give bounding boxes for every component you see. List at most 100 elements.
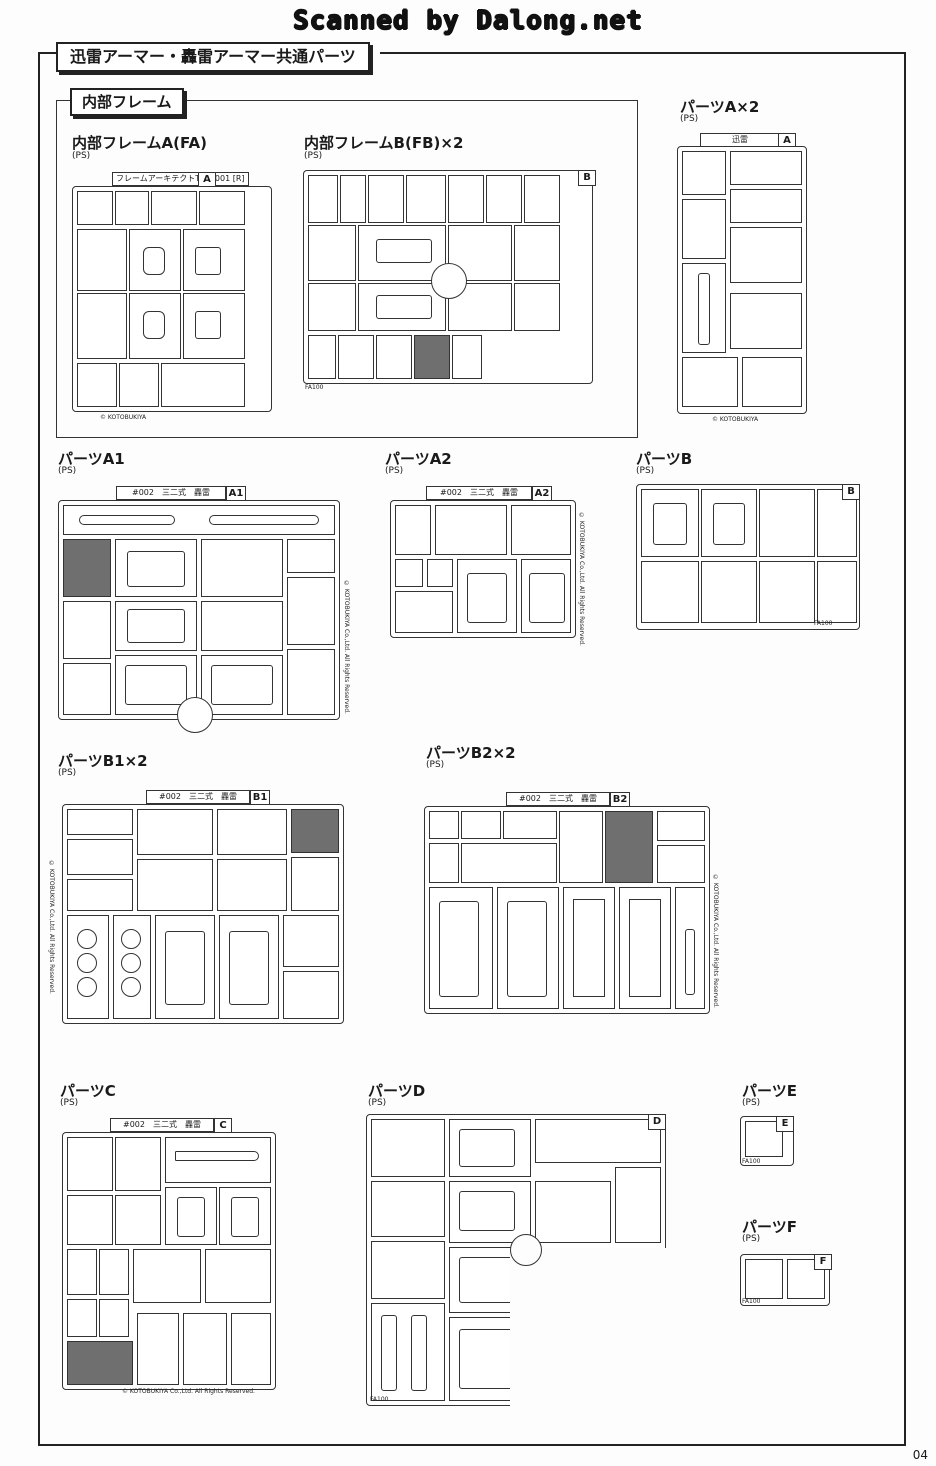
parts-e-fa: FA100 [742, 1158, 761, 1165]
part-cell [368, 175, 404, 223]
part-cell [406, 175, 446, 223]
part-cell [563, 887, 615, 1009]
part-cell [63, 663, 111, 715]
frame-a-letter: A [198, 172, 216, 188]
part-shape [143, 247, 165, 275]
parts-b-ps: (PS) [636, 466, 655, 476]
part-cell [395, 505, 431, 555]
part-cell [619, 887, 671, 1009]
part-cell [503, 811, 557, 839]
part-cell [287, 539, 335, 573]
part-cell [641, 489, 699, 557]
part-cell [67, 1195, 113, 1245]
parts-d-ps: (PS) [368, 1098, 387, 1108]
parts-f-ps: (PS) [742, 1234, 761, 1244]
parts-b-letter: B [842, 484, 860, 500]
part-cell [183, 293, 245, 359]
part-cell [115, 1137, 161, 1191]
frame-b-title: 内部フレームB(FB)×2 [304, 134, 464, 152]
part-cell-dark [605, 811, 653, 883]
part-cell [308, 283, 356, 331]
part-cell [730, 227, 802, 283]
part-cell [77, 229, 127, 291]
part-cell [745, 1259, 783, 1299]
part-cell [67, 1299, 97, 1337]
part-shape [381, 1315, 397, 1391]
parts-b1-ps: (PS) [58, 768, 77, 778]
part-cell [119, 363, 159, 407]
part-cell [287, 649, 335, 715]
part-shape [685, 929, 695, 995]
frame-a-runner [72, 186, 272, 412]
parts-a1-ps: (PS) [58, 466, 77, 476]
part-cell [133, 1249, 201, 1303]
part-cell [115, 191, 149, 225]
part-cell [657, 845, 705, 883]
frame-b-fa: FA100 [305, 384, 324, 391]
part-shape [79, 515, 175, 525]
part-cell [817, 561, 857, 623]
part-cell [338, 335, 374, 379]
parts-a2-copyright: © KOTOBUKIYA Co.,Ltd. All Rights Reserve… [578, 512, 585, 646]
parts-b1-tag: #002 三二式 轟雷 [146, 790, 250, 804]
parts-a-ps: (PS) [680, 114, 699, 124]
part-cell [682, 151, 726, 195]
part-cell [682, 199, 726, 259]
part-cell [682, 357, 738, 407]
parts-a2-runner [390, 500, 576, 638]
part-cell [151, 191, 197, 225]
parts-a-copyright: © KOTOBUKIYA [712, 416, 759, 423]
part-cell [395, 559, 423, 587]
part-cell [641, 561, 699, 623]
parts-a-tag: 迅雷 [700, 133, 780, 147]
part-shape [121, 929, 141, 949]
part-cell [340, 175, 366, 223]
frame-b-letter: B [578, 170, 596, 186]
parts-a2-tag: #002 三二式 轟雷 [426, 486, 532, 500]
part-cell [201, 601, 283, 651]
part-cell-dark [63, 539, 111, 597]
part-shape [529, 573, 565, 623]
part-shape [195, 311, 221, 339]
part-cell [730, 189, 802, 223]
part-cell [427, 559, 453, 587]
parts-b1-title: パーツB1×2 [58, 752, 148, 770]
parts-f-letter: F [814, 1254, 832, 1270]
parts-b2-tag: #002 三二式 轟雷 [506, 792, 610, 806]
part-cell [461, 843, 557, 883]
part-cell [657, 811, 705, 841]
section-title: 迅雷アーマー・轟雷アーマー共通パーツ [56, 42, 370, 72]
part-cell [115, 539, 197, 597]
part-cell [452, 335, 482, 379]
parts-a-runner [677, 146, 807, 414]
part-cell [371, 1119, 445, 1177]
part-cell [77, 363, 117, 407]
part-cell [67, 879, 133, 911]
parts-a1-copyright: © KOTOBUKIYA Co.,Ltd. All Rights Reserve… [343, 580, 350, 714]
part-cell [199, 191, 245, 225]
parts-d-fa: FA100 [370, 1396, 389, 1403]
part-cell [217, 809, 287, 855]
parts-c-title: パーツC [60, 1082, 116, 1100]
part-cell [165, 1187, 217, 1245]
part-cell [615, 1167, 661, 1243]
part-cell [449, 1119, 531, 1177]
parts-f-fa: FA100 [742, 1298, 761, 1305]
part-shape [573, 899, 605, 997]
parts-c-runner [62, 1132, 276, 1390]
part-shape [231, 1197, 259, 1237]
runner-circle-gate [510, 1234, 542, 1266]
outer-frame-top [380, 52, 904, 54]
part-cell [137, 859, 213, 911]
frame-a-tag: フレームアーキテクトTYPE001 [R] [112, 172, 249, 186]
parts-e-ps: (PS) [742, 1098, 761, 1108]
part-cell [435, 505, 507, 555]
runner-circle-gate [431, 263, 467, 299]
scanned-watermark: Scanned by Dalong.net [293, 6, 643, 36]
part-cell-dark [291, 809, 339, 853]
part-cell [358, 283, 446, 331]
part-shape [77, 953, 97, 973]
part-cell [129, 293, 181, 359]
part-cell [283, 971, 339, 1019]
part-cell [486, 175, 522, 223]
